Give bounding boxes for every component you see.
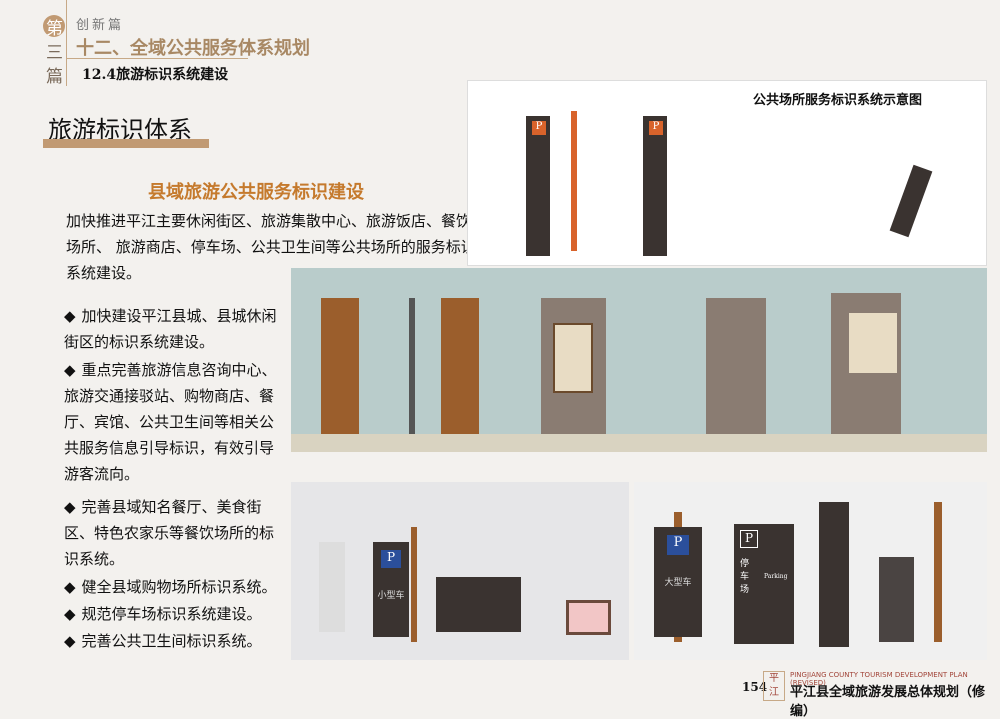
wood-post	[411, 527, 417, 642]
wood-sign	[441, 298, 479, 438]
sign-renderings-figure-right: P 大型车 P 停车场 Parking	[634, 482, 987, 660]
bullet-item: ◆完善县域知名餐厅、美食街区、特色农家乐等餐饮场所的标识系统。	[64, 498, 275, 568]
intro-paragraph: 加快推进平江主要休闲街区、旅游集散中心、旅游饭店、餐饮场所、 旅游商店、停车场、…	[66, 212, 476, 282]
chapter-title: 十二、全域公共服务体系规划	[76, 38, 310, 59]
wood-sign	[321, 298, 359, 438]
small-car-label: 小型车	[377, 591, 405, 601]
public-sign-schematic-figure: P P 公共场所服务标识系统示意图	[467, 80, 987, 266]
map-panel	[849, 313, 897, 373]
small-car-sign: P 小型车	[373, 542, 409, 637]
wood-post	[934, 502, 942, 642]
chapter-dot	[43, 15, 65, 37]
parking-lot-label: 停车场	[740, 559, 750, 595]
map-panel	[553, 323, 593, 393]
sign-pillar	[643, 116, 667, 256]
board-sign	[436, 577, 521, 632]
header-divider-vertical	[66, 0, 67, 86]
sign-side	[409, 298, 415, 448]
category-label: 创新篇	[76, 18, 125, 33]
kiosk	[566, 600, 611, 635]
parking-icon: P	[381, 550, 401, 568]
footer-subtitle-en: PINGJIANG COUNTY TOURISM DEVELOPMENT PLA…	[790, 671, 968, 687]
large-car-sign: P 大型车	[654, 527, 702, 637]
parking-lot-sign: P 停车场 Parking	[734, 524, 794, 644]
figure-caption: 公共场所服务标识系统示意图	[753, 93, 923, 108]
bullet-item: ◆健全县域购物场所标识系统。	[64, 578, 277, 596]
chapter-char: 三	[46, 43, 63, 63]
plan-logo: 平江	[763, 671, 785, 701]
sign-slanted	[889, 164, 933, 238]
large-car-label: 大型车	[664, 578, 692, 588]
chapter-char: 第	[46, 19, 63, 39]
stone-sign	[706, 298, 766, 448]
sign-elevations-figure	[291, 268, 987, 452]
bullet-item: ◆重点完善旅游信息咨询中心、旅游交通接驳站、购物商店、餐厅、宾馆、公共卫生间等相…	[64, 361, 277, 483]
header-divider-horizontal	[66, 58, 248, 59]
parking-icon: P	[667, 535, 689, 555]
parking-icon: P	[740, 530, 758, 548]
stand-sign	[879, 557, 914, 642]
subtitle: 县域旅游公共服务标识建设	[148, 182, 364, 203]
sign-pillar	[526, 116, 550, 256]
parking-icon: P	[649, 121, 663, 135]
bullet-item: ◆规范停车场标识系统建设。	[64, 605, 262, 623]
sign	[319, 542, 345, 632]
parking-en-label: Parking	[764, 573, 788, 580]
chapter-char: 篇	[46, 67, 63, 87]
section-title: 12.4旅游标识系统建设	[82, 67, 229, 83]
tall-sign	[819, 502, 849, 647]
parking-icon: P	[532, 121, 546, 135]
bullet-item: ◆完善公共卫生间标识系统。	[64, 632, 262, 650]
sign-renderings-figure-left: P 小型车	[291, 482, 629, 660]
page-number: 154	[742, 680, 768, 694]
title-underline	[43, 139, 209, 148]
sign-side	[571, 111, 577, 251]
footer-title: 平江县全域旅游发展总体规划（修编）	[790, 685, 986, 719]
bullet-item: ◆加快建设平江县城、县城休闲街区的标识系统建设。	[64, 307, 277, 351]
